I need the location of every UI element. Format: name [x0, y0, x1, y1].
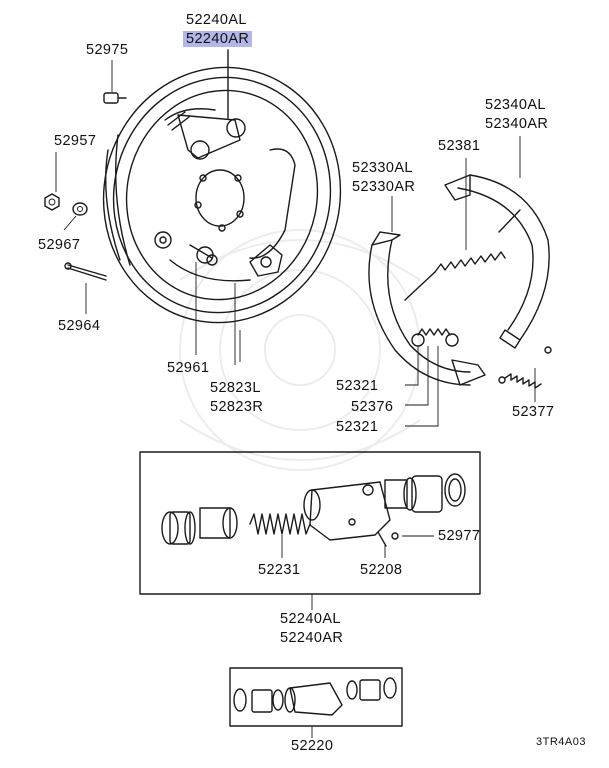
label-52330ar: 52330AR [352, 179, 416, 195]
spring-52377 [498, 346, 552, 402]
wheel-cylinder-on-plate [167, 49, 246, 160]
label-52340ar: 52340AR [485, 116, 549, 132]
label-52321-b: 52321 [336, 419, 379, 435]
pin-52964 [64, 262, 107, 314]
spring-52381 [404, 158, 521, 301]
spring-52376 [405, 328, 459, 427]
label-52376: 52376 [351, 399, 394, 415]
brake-shoe-52340 [444, 136, 550, 349]
label-52240al-bottom: 52240AL [280, 611, 341, 627]
label-52340al: 52340AL [485, 97, 546, 113]
label-52823r: 52823R [210, 399, 264, 415]
label-52961: 52961 [167, 360, 210, 376]
washer-52967 [63, 202, 88, 231]
hold-down-52961 [189, 244, 218, 355]
brake-shoe-52330 [368, 196, 471, 386]
nut-52957 [44, 152, 60, 211]
repair-kit-box [229, 667, 403, 738]
label-52377: 52377 [512, 404, 555, 420]
label-52240ar-bottom: 52240AR [280, 630, 344, 646]
diagram-code: 3TR4A03 [536, 736, 586, 748]
label-52964: 52964 [58, 318, 101, 334]
watermark [179, 229, 421, 471]
label-52823l: 52823L [210, 380, 261, 396]
label-52208: 52208 [360, 562, 403, 578]
wheel-cylinder-kit-box [139, 451, 481, 610]
label-52240al-top: 52240AL [186, 12, 247, 28]
label-52321-a: 52321 [336, 378, 379, 394]
lever-part [451, 359, 486, 386]
label-52240ar-top-highlighted: 52240AR [183, 31, 253, 47]
backing-plate-drawing [102, 66, 342, 324]
label-52231: 52231 [258, 562, 301, 578]
label-52330al: 52330AL [352, 160, 413, 176]
label-52975: 52975 [86, 42, 129, 58]
label-52957: 52957 [54, 133, 97, 149]
label-52967: 52967 [38, 237, 81, 253]
adjuster-part [239, 244, 283, 362]
label-52381: 52381 [438, 138, 481, 154]
bleeder-screw-52975 [103, 60, 127, 104]
label-52977: 52977 [438, 528, 481, 544]
label-52220: 52220 [291, 738, 334, 754]
